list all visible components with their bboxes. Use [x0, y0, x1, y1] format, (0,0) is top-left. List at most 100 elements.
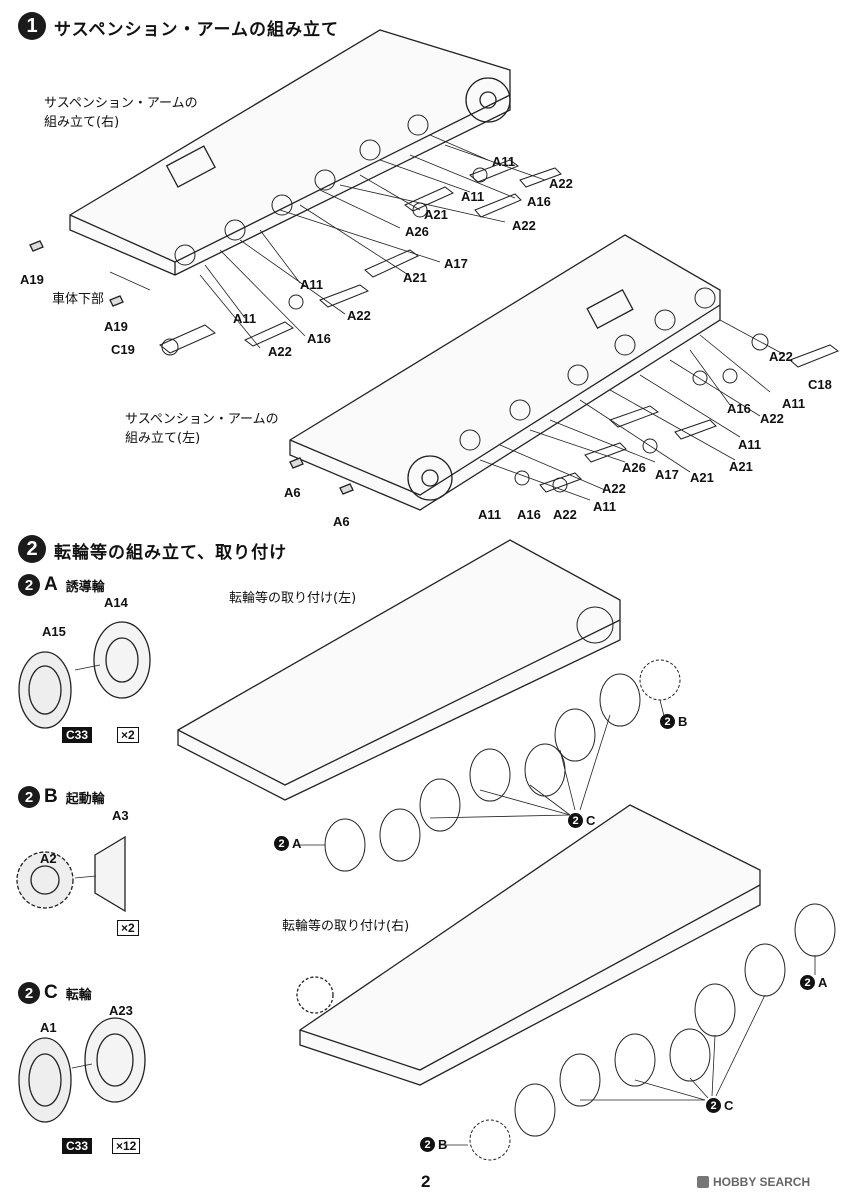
substep-2b-header: 2 B 起動輪	[18, 786, 105, 808]
part-label: A16	[527, 194, 551, 209]
part-label: A3	[112, 808, 129, 823]
substep-2c-header: 2 C 転輪	[18, 982, 92, 1004]
part-label: A21	[690, 470, 714, 485]
part-label: A21	[729, 459, 753, 474]
callout-letter: C	[724, 1098, 734, 1113]
quantity-badge: ×2	[117, 727, 139, 743]
part-label: A11	[461, 189, 485, 204]
substep-2a-letter: A	[44, 574, 58, 595]
part-label: A22	[553, 507, 577, 522]
step-1-badge: 1	[18, 12, 46, 40]
caption-suspension-right: サスペンション・アームの 組み立て(右)	[44, 94, 198, 132]
substep-2b-name: 起動輪	[65, 791, 105, 807]
part-label: A22	[769, 349, 793, 364]
hobby-search-logo-icon	[697, 1176, 709, 1188]
callout-badge: 2	[568, 813, 583, 828]
part-label: A26	[405, 224, 429, 239]
callout-letter: B	[438, 1137, 448, 1152]
part-label: A11	[593, 499, 617, 514]
part-label: A14	[104, 595, 128, 610]
callout-letter: C	[586, 813, 596, 828]
hull-lower-label: 車体下部	[52, 292, 105, 307]
part-label: A11	[782, 396, 806, 411]
part-label: A11	[300, 277, 324, 292]
part-label: A15	[42, 624, 66, 639]
part-label: A19	[104, 319, 128, 334]
part-label: A16	[727, 401, 751, 416]
part-label: A22	[268, 344, 292, 359]
part-label: A17	[655, 467, 679, 482]
quantity-badge: ×12	[112, 1138, 141, 1154]
part-label: A22	[602, 481, 626, 496]
callout-letter: B	[678, 714, 688, 729]
part-label: A16	[307, 331, 331, 346]
part-label: A26	[622, 460, 646, 475]
step-1-number: 1	[26, 14, 38, 37]
part-label: A21	[403, 270, 427, 285]
part-label: A23	[109, 1003, 133, 1018]
part-tag: C33	[62, 727, 93, 743]
part-label: C18	[808, 377, 832, 392]
idler-wheel-drawing	[18, 621, 151, 729]
step-1-title: サスペンション・アームの組み立て	[54, 20, 339, 40]
chassis-left-drawing	[177, 539, 681, 872]
caption-line: 組み立て(左)	[125, 431, 201, 446]
caption-install-right: 転輪等の取り付け(右)	[282, 919, 410, 934]
substep-2b-letter: B	[44, 786, 58, 807]
substep-2c-badge: 2	[18, 982, 40, 1004]
callout-badge: 2	[274, 836, 289, 851]
site-watermark: HOBBY SEARCH	[697, 1175, 810, 1189]
part-label: A6	[333, 514, 350, 529]
watermark-text: HOBBY SEARCH	[713, 1175, 811, 1189]
quantity-badge: ×2	[117, 920, 139, 936]
caption-line: 組み立て(右)	[44, 115, 120, 130]
caption-suspension-left: サスペンション・アームの 組み立て(左)	[125, 410, 279, 448]
part-label: A17	[444, 256, 468, 271]
part-label: A22	[549, 176, 573, 191]
part-label: A22	[512, 218, 536, 233]
part-label: A19	[20, 272, 44, 287]
substep-2a-badge: 2	[18, 574, 40, 596]
part-label: A6	[284, 485, 301, 500]
part-label: A11	[233, 311, 257, 326]
part-label: A22	[760, 411, 784, 426]
callout-badge: 2	[800, 975, 815, 990]
step-2-number: 2	[26, 537, 38, 560]
part-label: A11	[738, 437, 762, 452]
callout-letter: A	[292, 836, 302, 851]
caption-line: サスペンション・アームの	[125, 412, 279, 427]
sprocket-drawing	[16, 835, 126, 913]
hull-right-drawing	[29, 29, 562, 356]
callout-badge: 2	[420, 1137, 435, 1152]
hull-left-drawing	[289, 234, 840, 511]
substep-2c-letter: C	[44, 982, 58, 1003]
part-label: A21	[424, 207, 448, 222]
page-number: 2	[421, 1172, 431, 1191]
part-label: A2	[40, 851, 57, 866]
part-label: A22	[347, 308, 371, 323]
callout-letter: A	[818, 975, 828, 990]
callout-badge: 2	[706, 1098, 721, 1113]
step-2-title: 転輪等の組み立て、取り付け	[54, 543, 288, 563]
part-label: A11	[478, 507, 502, 522]
substep-2b-badge: 2	[18, 786, 40, 808]
substep-2a-header: 2 A 誘導輪	[18, 574, 105, 596]
chassis-right-drawing	[296, 804, 836, 1161]
step-2-badge: 2	[18, 535, 46, 563]
part-label: A11	[492, 154, 516, 169]
part-label: A1	[40, 1020, 57, 1035]
part-tag: C33	[62, 1138, 93, 1154]
caption-line: サスペンション・アームの	[44, 96, 198, 111]
substep-2a-name: 誘導輪	[65, 579, 105, 595]
callout-badge: 2	[660, 714, 675, 729]
substep-2c-name: 転輪	[65, 987, 92, 1003]
part-label: C19	[111, 342, 135, 357]
part-label: A16	[517, 507, 541, 522]
road-wheel-drawing	[18, 1017, 146, 1123]
